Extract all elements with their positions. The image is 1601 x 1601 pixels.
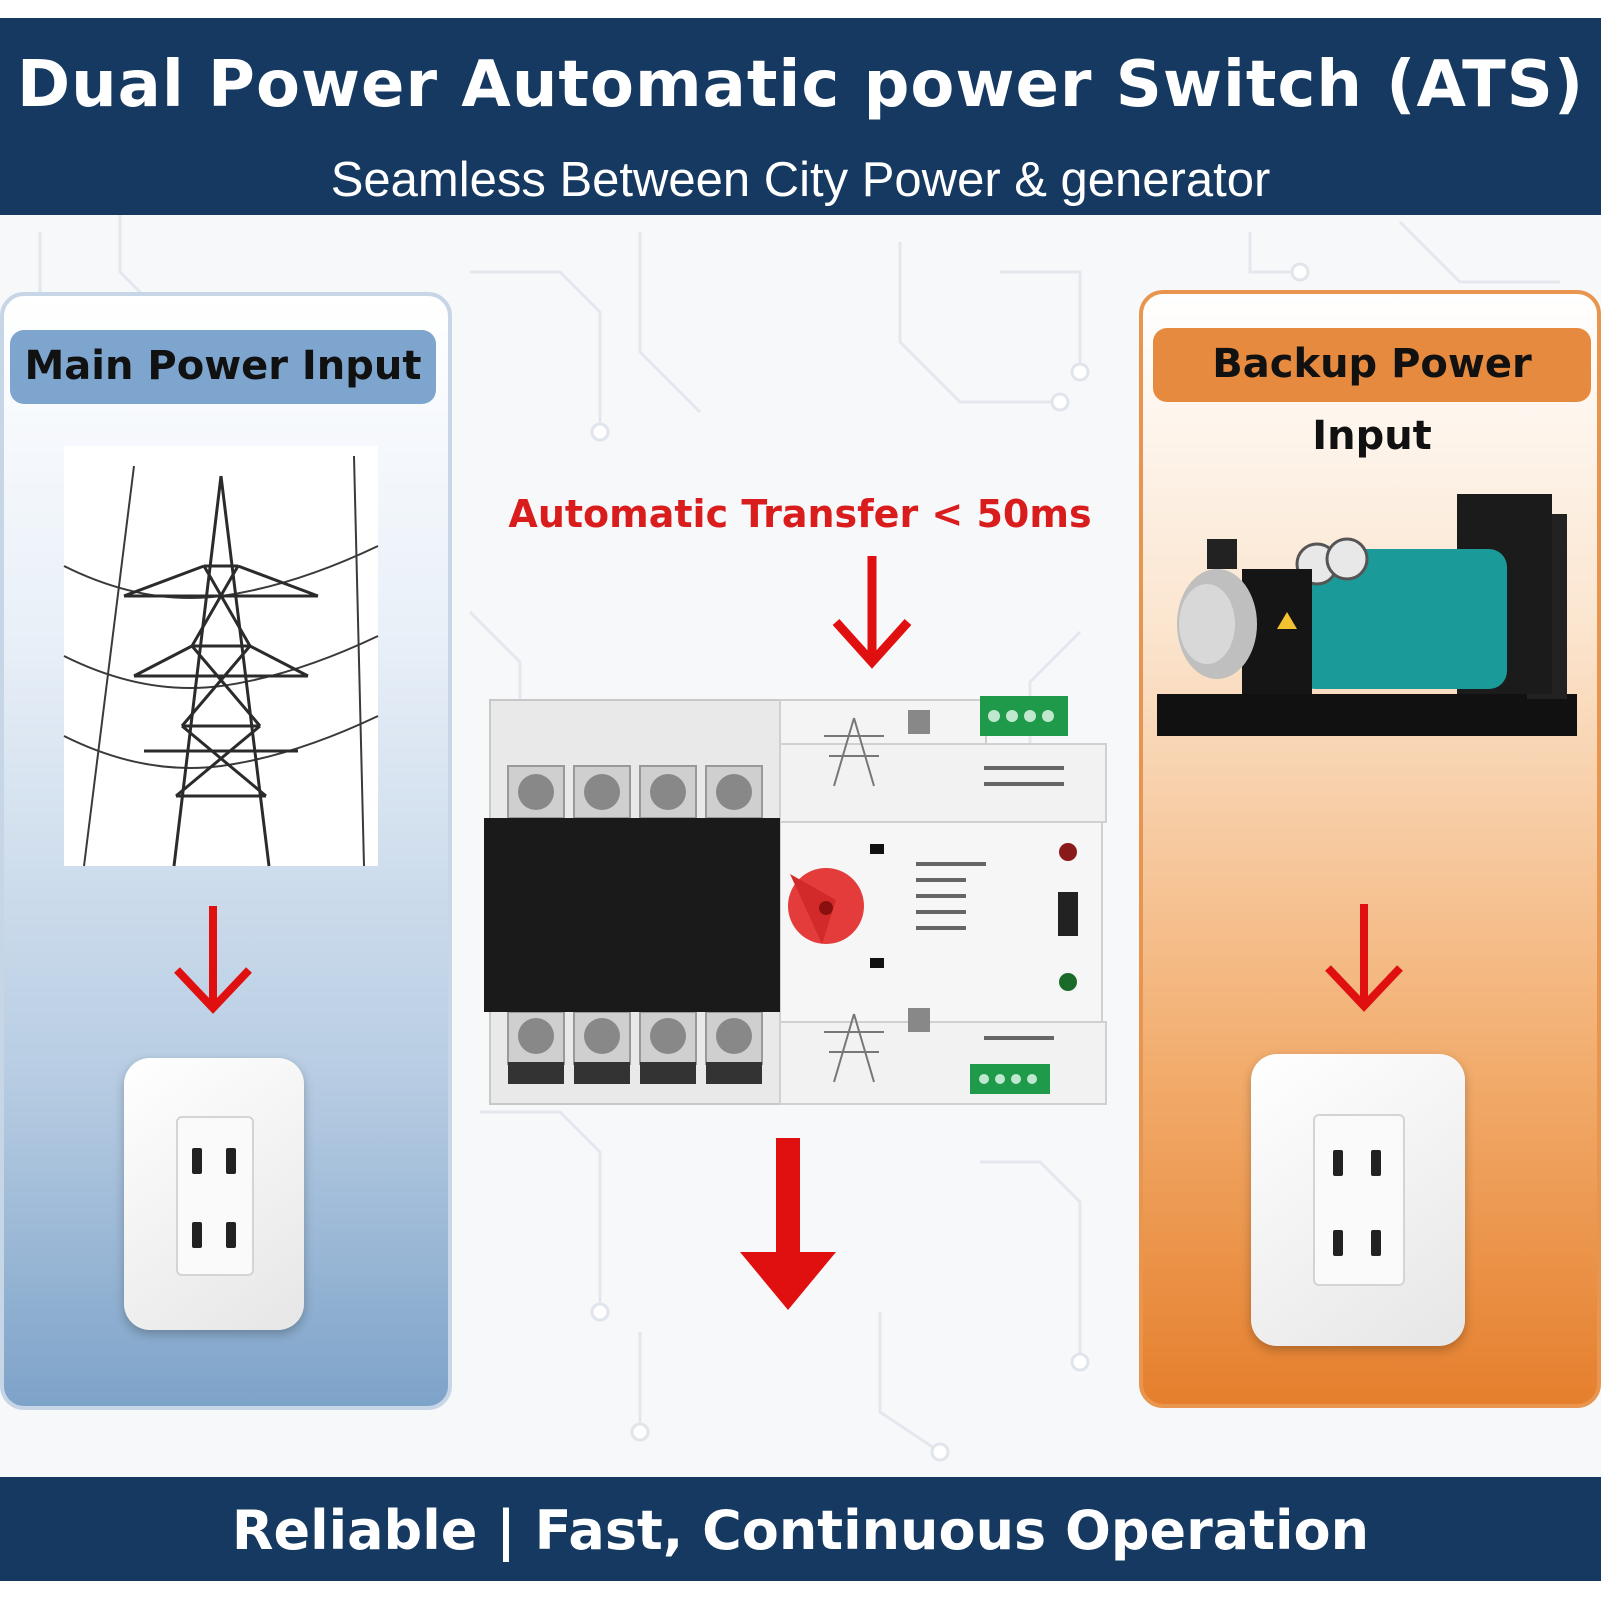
wall-outlet: [1251, 1054, 1465, 1346]
down-arrow-icon: [174, 906, 252, 1014]
generator-icon: [1157, 494, 1577, 736]
outlet-plate: [1313, 1114, 1405, 1286]
circuit-pattern: [38, 212, 1560, 1462]
main-power-label: Main Power Input: [10, 330, 436, 404]
page-title: Dual Power Automatic power Switch (ATS): [16, 48, 1585, 122]
footer-text: Reliable | Fast, Continuous Operation: [231, 1499, 1370, 1562]
backup-power-panel: Backup Power Input: [1139, 290, 1601, 1408]
wall-outlet: [124, 1058, 304, 1330]
main-power-panel: Main Power Input: [0, 292, 452, 1410]
page-subtitle: Seamless Between City Power & generator: [330, 153, 1271, 207]
backup-power-label: Backup Power Input: [1153, 328, 1591, 459]
output-arrow-icon: [740, 1138, 836, 1310]
ats-device: [484, 696, 1107, 1105]
footer-banner: Reliable | Fast, Continuous Operation: [0, 1477, 1601, 1581]
down-arrow-icon: [832, 556, 912, 669]
transmission-tower-icon: [63, 446, 379, 867]
down-arrow-icon: [1325, 904, 1403, 1012]
transfer-time-label: Automatic Transfer < 50ms: [508, 492, 1092, 536]
outlet-plate: [176, 1116, 254, 1276]
title-banner: Dual Power Automatic power Switch (ATS) …: [0, 18, 1601, 215]
